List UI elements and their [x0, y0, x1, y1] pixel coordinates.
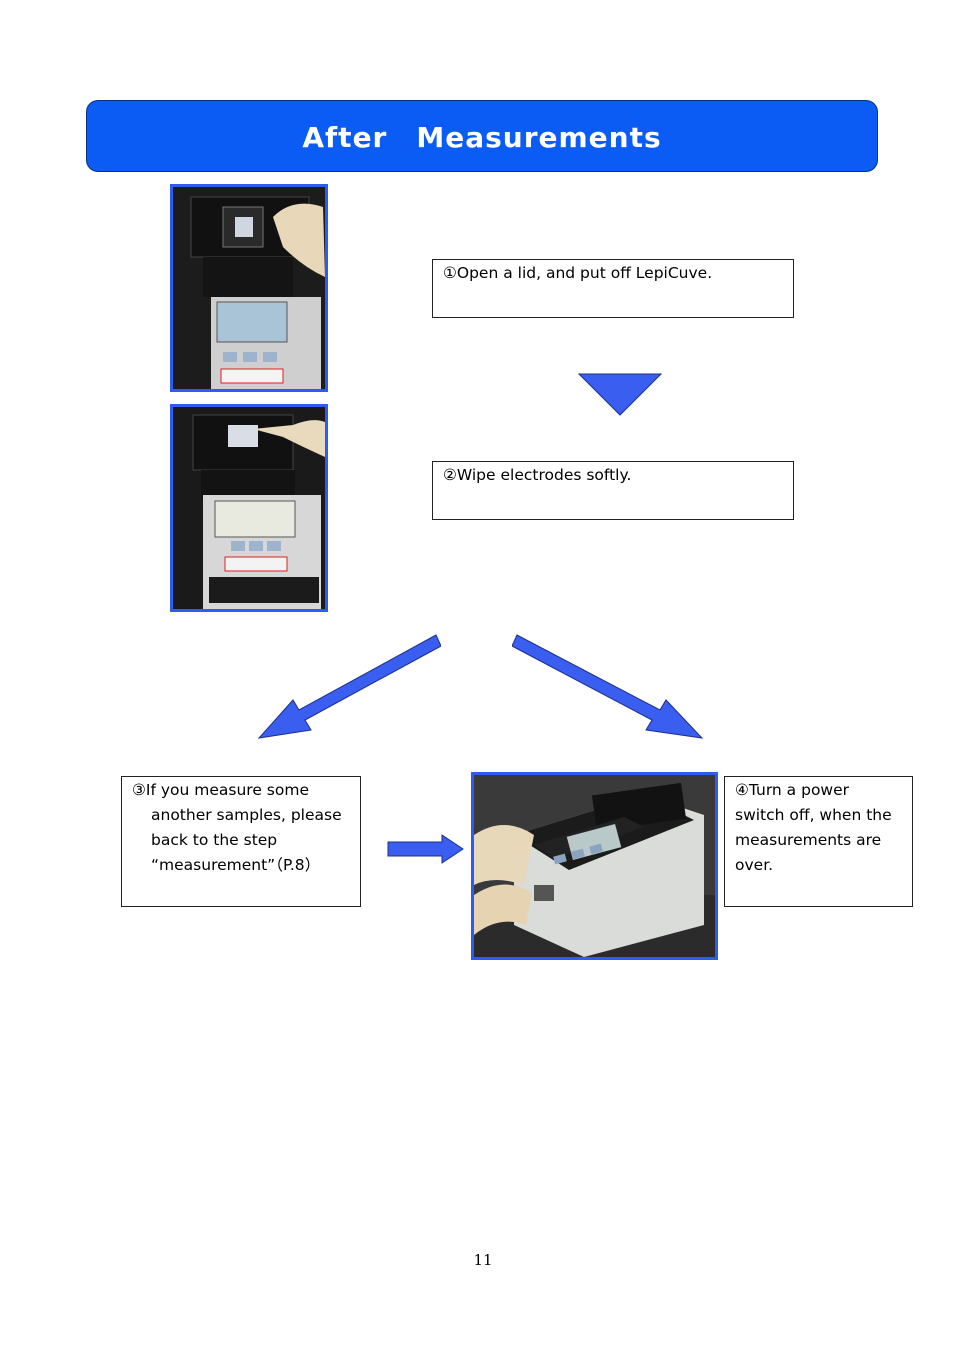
arrow-right-icon	[387, 834, 464, 864]
page-title: After Measurements	[302, 121, 662, 154]
arrow-down-left-icon	[257, 634, 441, 739]
step-1-box: ①Open a lid, and put off LepiCuve.	[432, 259, 794, 318]
section-header: After Measurements	[86, 100, 878, 172]
photo-open-lid	[170, 184, 328, 392]
step-2-text: ②Wipe electrodes softly.	[443, 466, 632, 484]
step-3-box: ③If you measure some another samples, pl…	[121, 776, 361, 907]
step-4-line-3: measurements are	[735, 831, 882, 849]
step-2-box: ②Wipe electrodes softly.	[432, 461, 794, 520]
step-4-line-4: over.	[735, 856, 774, 874]
step-4-box: ④Turn a power switch off, when the measu…	[724, 776, 913, 907]
photo-wipe-electrodes	[170, 404, 328, 612]
step-4-line-2: switch off, when the	[735, 806, 892, 824]
step-3-line-4: “measurement”（P.8）	[151, 856, 321, 874]
step-3-line-1: ③If you measure some	[132, 781, 309, 799]
step-4-line-1: ④Turn a power	[735, 781, 850, 799]
step-1-text: ①Open a lid, and put off LepiCuve.	[443, 264, 713, 282]
arrow-down-right-icon	[512, 634, 704, 739]
step-3-line-2: another samples, please	[151, 806, 342, 824]
step-3-line-3: back to the step	[151, 831, 278, 849]
photo-power-switch	[471, 772, 718, 960]
page-number: 11	[473, 1251, 493, 1269]
triangle-down-icon	[578, 373, 662, 416]
